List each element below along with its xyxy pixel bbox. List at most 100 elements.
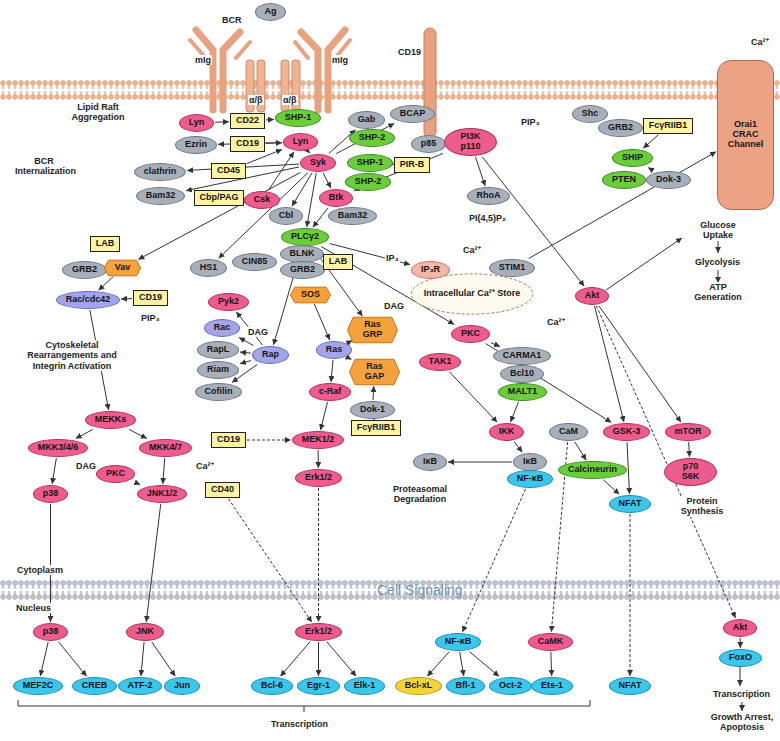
signal-arrow — [320, 402, 327, 430]
node-text: Ras GAP — [360, 362, 390, 382]
signal-arrow — [491, 343, 500, 347]
annotation-label: IP₃ — [385, 253, 400, 263]
node-text: PLCγ2 — [291, 232, 319, 242]
signal-arrow — [228, 499, 311, 622]
kinase-oval: TAK1 — [419, 353, 461, 371]
node-text: GRB2 — [290, 265, 315, 275]
alpha-beta-chains — [246, 60, 300, 112]
node-text: Akt — [733, 623, 748, 633]
annotation-label: Cytoplasm — [16, 565, 64, 575]
channel-box: Orai1 CRAC Channel — [717, 60, 774, 210]
node-text: SHP-2 — [359, 133, 386, 143]
signal-arrow — [331, 360, 333, 382]
transcription-factor-oval: Egr-1 — [297, 677, 340, 695]
adaptor-oval: GRB2 — [280, 261, 325, 279]
signal-arrow — [627, 442, 630, 494]
node-text: Lyn — [293, 137, 309, 147]
coreceptor-box: CD19 — [133, 290, 168, 306]
node-text: CIN85 — [242, 257, 268, 267]
node-text: Cbl — [279, 211, 294, 221]
adaptor-oval: BCAP — [390, 105, 435, 123]
signal-arrow — [470, 652, 499, 677]
transcription-factor-oval: ATF-2 — [118, 677, 162, 695]
node-text: MKK3/4/6 — [38, 443, 79, 453]
transcription-factor-oval: Ets-1 — [531, 677, 573, 695]
kinase-oval: JNK1/2 — [137, 485, 187, 503]
signal-arrow — [247, 440, 291, 441]
signal-arrow — [595, 306, 624, 422]
kinase-oval: Akt — [575, 287, 609, 305]
adaptor-oval: RapL — [197, 341, 239, 359]
coreceptor-box: FcγRIIB1 — [351, 420, 401, 436]
signal-arrow — [239, 337, 253, 345]
signal-arrow — [163, 458, 165, 484]
signal-arrow — [486, 344, 612, 423]
node-text: FcγRIIB1 — [649, 121, 688, 131]
node-text: Rac — [214, 323, 231, 333]
adaptor-oval: CARMA1 — [493, 347, 551, 365]
node-text: RapL — [207, 345, 230, 355]
signal-arrow — [323, 173, 331, 188]
calcium-store: Intracellular Ca²⁺ Store — [410, 273, 534, 315]
phosphatase-oval: SHP-1 — [275, 109, 321, 127]
nuclear-membrane — [0, 580, 780, 600]
node-text: Erk1/2 — [305, 627, 332, 637]
kinase-oval: p38 — [33, 623, 68, 641]
kinase-oval: Akt — [723, 619, 757, 637]
node-text: Btk — [329, 193, 344, 203]
transcription-factor-oval: NF-κB — [507, 470, 553, 488]
signal-arrow — [266, 119, 274, 120]
signal-arrow — [514, 442, 522, 452]
node-text: FcγRIIB1 — [357, 423, 396, 433]
node-text: BCAP — [400, 109, 426, 119]
node-text: CREB — [82, 681, 108, 691]
node-text: Bam32 — [146, 191, 176, 201]
signal-arrow — [318, 642, 319, 676]
signal-arrow — [475, 157, 485, 186]
signal-arrow — [313, 208, 328, 227]
kinase-oval: Btk — [319, 189, 353, 207]
signal-arrow — [314, 304, 329, 340]
node-text: NFAT — [619, 499, 642, 509]
signal-arrow — [648, 168, 653, 171]
node-text: SHIP — [622, 153, 643, 163]
signal-arrow — [58, 642, 86, 676]
node-text: Calcineurin — [568, 465, 617, 475]
adaptor-oval: Bam32 — [136, 187, 185, 205]
kinase-oval: c-Raf — [309, 383, 351, 401]
gtpase-oval: Rac/cdc42 — [56, 291, 120, 309]
node-text: Oct-2 — [499, 681, 522, 691]
adaptor-oval: IκB — [513, 453, 547, 471]
node-text: PKC — [461, 329, 480, 339]
node-text: SHP-1 — [357, 158, 384, 168]
annotation-label: Cytoskeletal Rearrangements and Integrin… — [16, 340, 128, 371]
annotation-label: Transcription — [270, 719, 329, 729]
coreceptor-box: CD19 — [230, 136, 265, 152]
gtpase-oval: Rac — [204, 319, 240, 337]
signal-arrow — [52, 458, 56, 484]
node-text: Pyk2 — [218, 297, 239, 307]
adaptor-oval: RhoA — [467, 187, 510, 205]
node-text: Jun — [174, 681, 190, 691]
node-text: TAK1 — [429, 357, 452, 367]
coreceptor-box: LAB — [90, 236, 120, 252]
node-text: Ras GRP — [358, 320, 388, 340]
kinase-oval: Pyk2 — [208, 293, 249, 311]
phosphatase-oval: MALT1 — [498, 383, 547, 401]
signal-arrow — [550, 652, 552, 676]
signal-arrow — [327, 642, 356, 676]
node-text: STIM1 — [499, 263, 526, 273]
transcription-factor-oval: NF-κB — [435, 633, 481, 651]
kinase-oval: MKK3/4/6 — [28, 439, 88, 457]
signal-arrow — [309, 152, 310, 153]
annotation-label: PI(4,5)P₂ — [468, 213, 507, 223]
signal-arrow — [575, 442, 587, 460]
node-text: p70 S6K — [674, 462, 708, 482]
node-text: Bam32 — [338, 211, 368, 221]
node-text: p85 — [421, 139, 437, 149]
signal-arrow — [448, 462, 512, 463]
node-text: HS1 — [200, 263, 218, 273]
adaptor-oval: Riam — [197, 361, 239, 379]
kinase-oval: CaMK — [528, 633, 573, 651]
node-text: MALT1 — [508, 387, 537, 397]
